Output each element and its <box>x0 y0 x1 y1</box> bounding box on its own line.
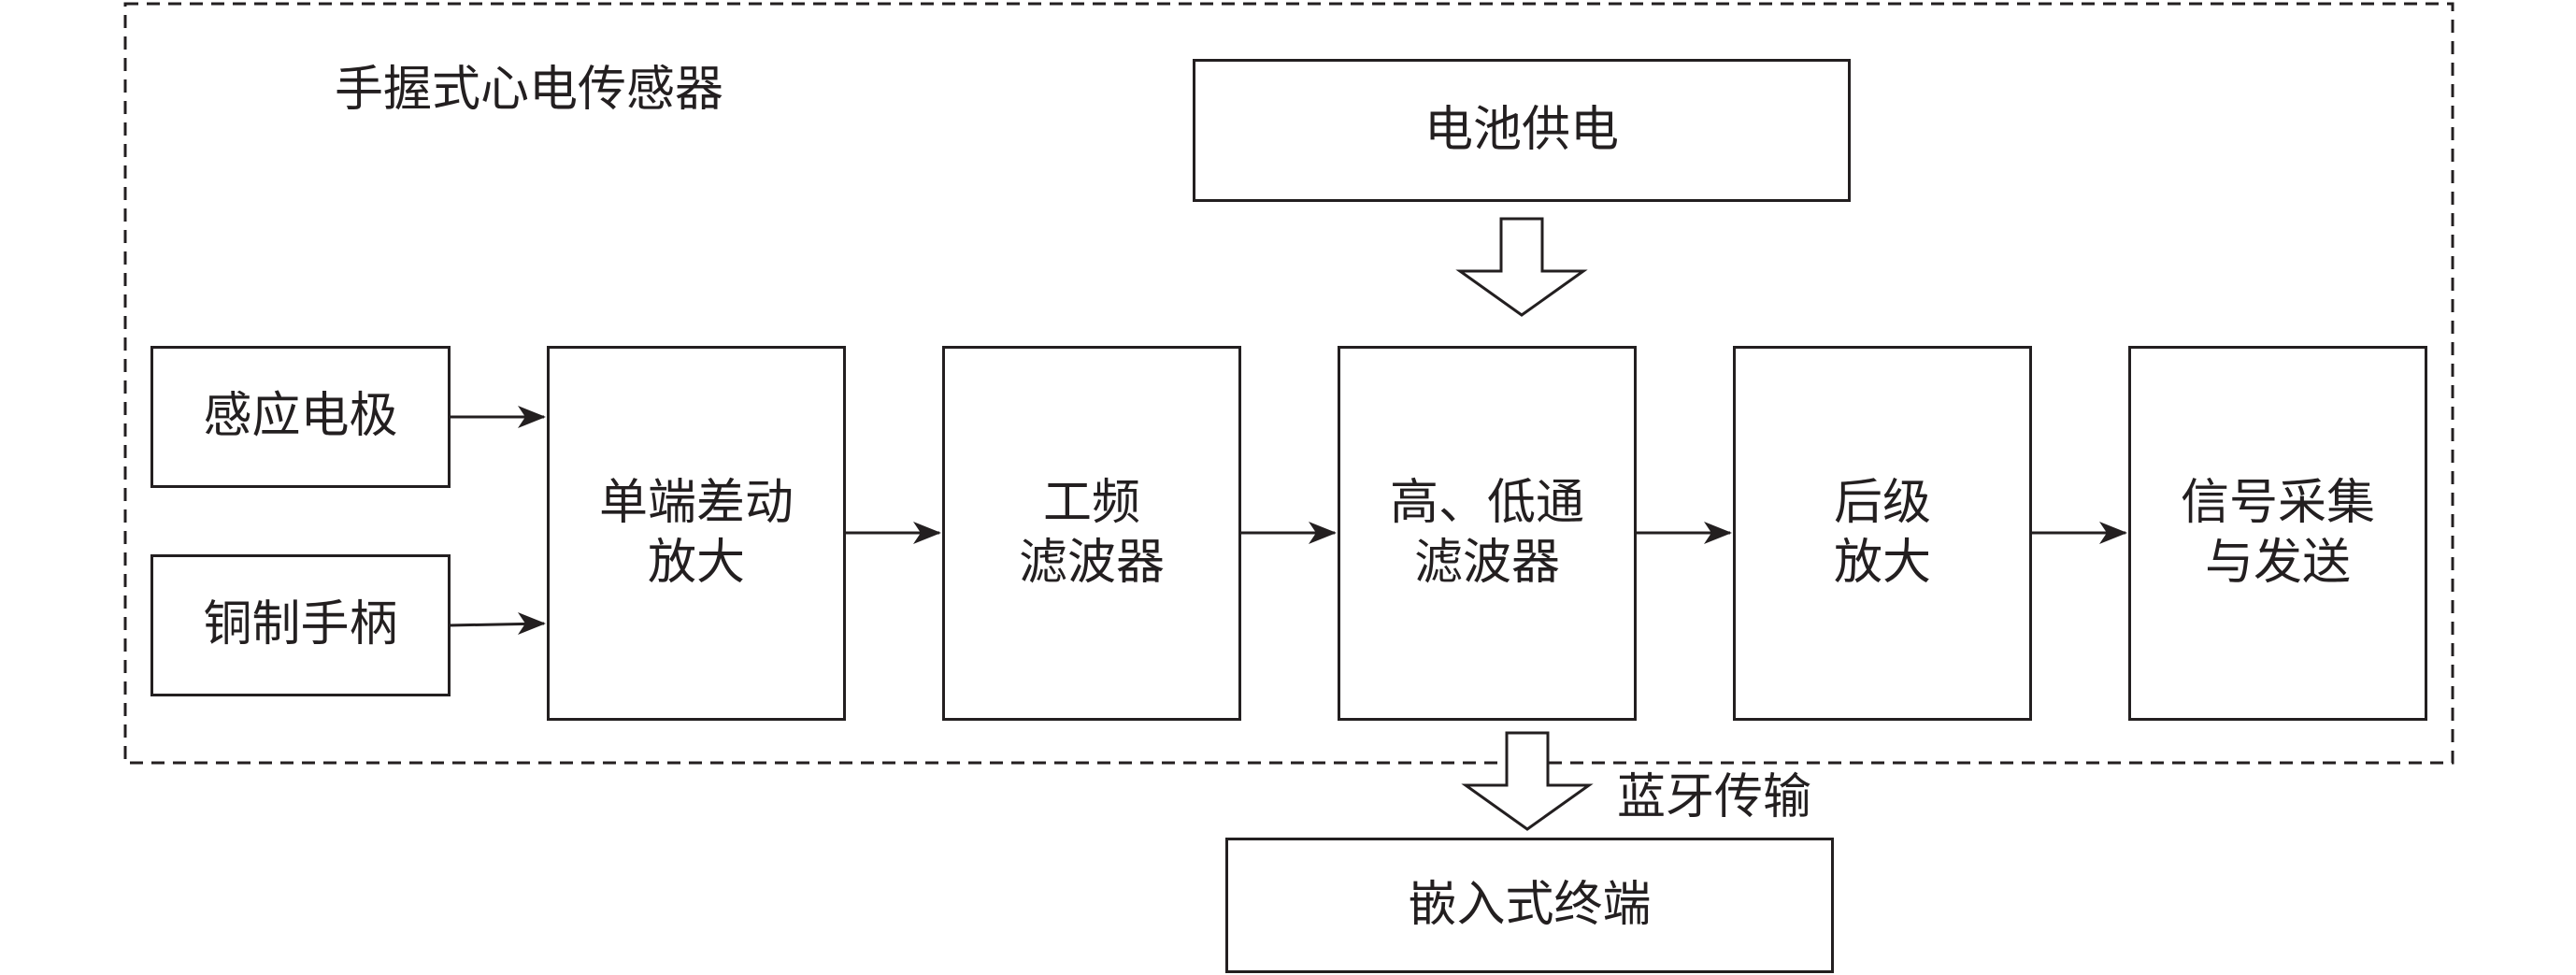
power-frequency-filter-label: 工频 滤波器 <box>1018 475 1165 591</box>
battery-power-arrow <box>1455 217 1588 317</box>
arrowhead-hlfilter-to-postamp <box>1704 522 1732 544</box>
differential-amplifier-label: 单端差动 放大 <box>598 475 794 591</box>
embedded-terminal-block: 嵌入式终端 <box>1225 838 1834 973</box>
arrowhead-postamp-to-acquisition <box>2099 522 2127 544</box>
differential-amplifier-block: 单端差动 放大 <box>547 346 846 721</box>
power-frequency-filter-block: 工频 滤波器 <box>942 346 1241 721</box>
battery-supply-block: 电池供电 <box>1193 59 1851 202</box>
bluetooth-transfer-arrow <box>1461 731 1594 831</box>
embedded-terminal-label: 嵌入式终端 <box>1408 876 1652 933</box>
copper-handle-block: 铜制手柄 <box>150 554 451 696</box>
arrowhead-powerfilter-to-hlfilter <box>1309 522 1337 544</box>
battery-supply-label: 电池供电 <box>1424 101 1619 158</box>
arrowhead-amp-to-powerfilter <box>913 522 941 544</box>
bluetooth-transfer-label: 蓝牙传输 <box>1617 769 1812 825</box>
sensing-electrode-block: 感应电极 <box>150 346 451 488</box>
sensor-enclosure <box>123 2 2454 765</box>
post-amplifier-block: 后级 放大 <box>1733 346 2032 721</box>
post-amplifier-label: 后级 放大 <box>1833 475 1931 591</box>
copper-handle-label: 铜制手柄 <box>203 596 398 653</box>
sensing-electrode-label: 感应电极 <box>203 388 398 445</box>
enclosure-title: 手握式心电传感器 <box>335 62 724 118</box>
high-low-pass-filter-block: 高、低通 滤波器 <box>1338 346 1637 721</box>
arrowhead-handle <box>518 612 546 635</box>
signal-acquisition-label: 信号采集 与发送 <box>2180 475 2375 591</box>
high-low-pass-filter-label: 高、低通 滤波器 <box>1389 475 1584 591</box>
arrowhead-electrode <box>518 406 546 428</box>
signal-acquisition-block: 信号采集 与发送 <box>2128 346 2427 721</box>
